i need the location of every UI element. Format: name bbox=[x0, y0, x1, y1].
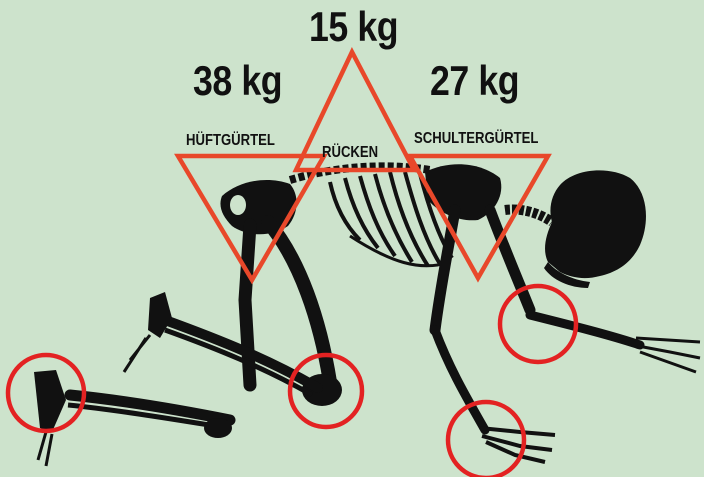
femur-right bbox=[268, 222, 330, 382]
weight-shoulder: 27 kg bbox=[430, 60, 519, 102]
skull bbox=[545, 170, 646, 278]
skeleton bbox=[34, 164, 700, 466]
weight-back: 15 kg bbox=[309, 6, 398, 48]
region-back: RÜCKEN bbox=[322, 145, 378, 161]
region-shoulder: SCHULTERGÜRTEL bbox=[414, 131, 538, 147]
weight-hip: 38 kg bbox=[193, 60, 282, 102]
hip-socket bbox=[230, 195, 246, 215]
toes-left bbox=[38, 432, 52, 466]
hand-right bbox=[636, 338, 700, 372]
contact-left-hand bbox=[448, 402, 524, 477]
forearm-right bbox=[530, 315, 640, 345]
knee-left bbox=[204, 418, 232, 438]
hand-left bbox=[480, 428, 555, 462]
toes-upper bbox=[124, 335, 150, 372]
contact-circles bbox=[8, 286, 576, 477]
region-hip: HÜFTGÜRTEL bbox=[186, 133, 275, 149]
foot-left bbox=[34, 370, 66, 432]
